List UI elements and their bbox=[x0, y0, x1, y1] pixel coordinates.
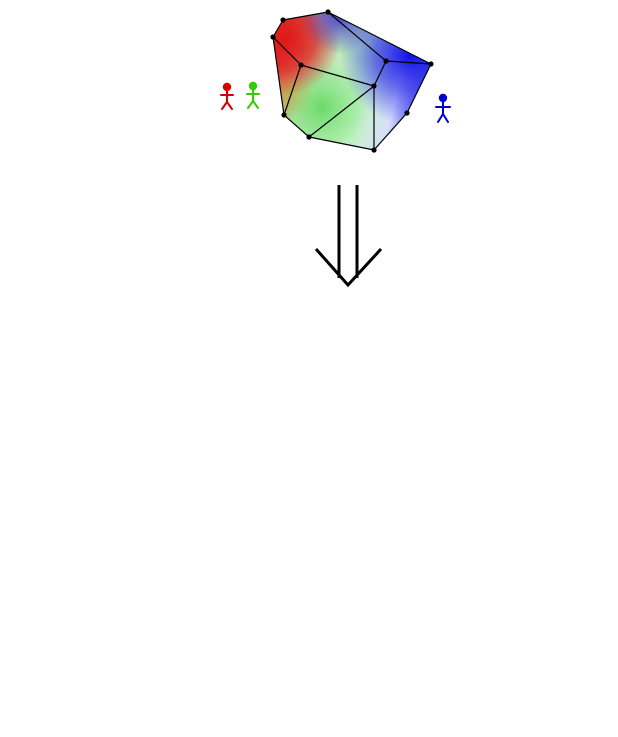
edge bbox=[308, 85, 375, 138]
vertex bbox=[281, 112, 287, 118]
edge bbox=[272, 36, 302, 66]
vertex bbox=[298, 62, 304, 68]
vertex bbox=[371, 147, 377, 153]
polytope-edges bbox=[272, 11, 432, 151]
person-red-icon bbox=[220, 82, 234, 110]
vertex bbox=[371, 83, 377, 89]
vertex bbox=[325, 9, 331, 15]
vertex bbox=[270, 34, 276, 40]
double-arrow-down-icon bbox=[314, 185, 383, 288]
edge bbox=[385, 60, 432, 65]
vertex bbox=[280, 17, 286, 23]
edge bbox=[373, 60, 387, 87]
person-blue-icon bbox=[435, 93, 451, 123]
edge bbox=[283, 64, 302, 116]
edge bbox=[327, 11, 387, 62]
vertex bbox=[404, 110, 410, 116]
vertex bbox=[383, 58, 389, 64]
vertex bbox=[428, 61, 434, 67]
polytope-vertices bbox=[270, 9, 434, 153]
person-green-icon bbox=[246, 81, 260, 109]
vertex bbox=[306, 134, 312, 140]
edge bbox=[300, 64, 375, 87]
